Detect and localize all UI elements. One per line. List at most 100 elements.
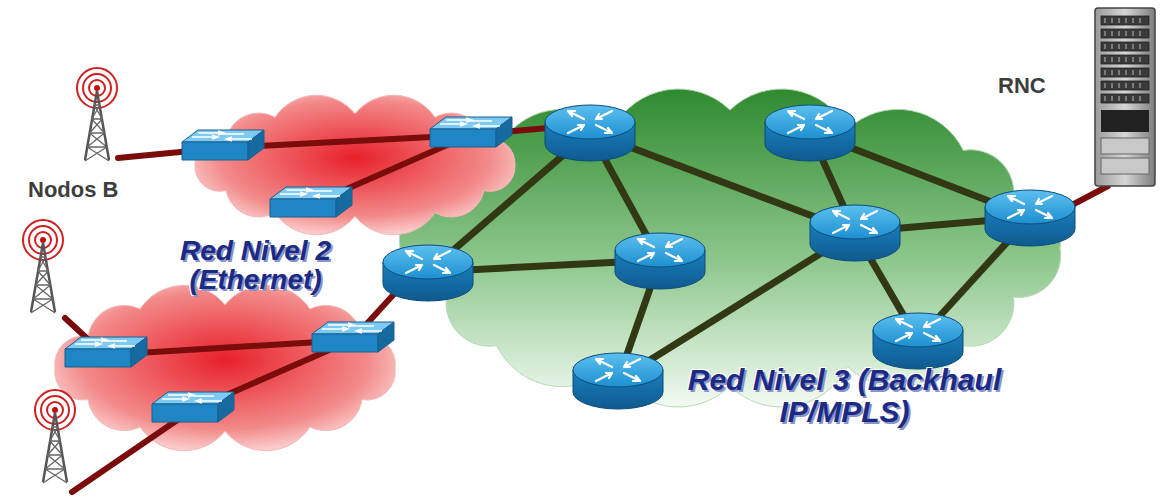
server-vent: [1140, 18, 1141, 23]
antenna-tip: [40, 237, 46, 243]
ethernet-cloud: [55, 285, 395, 450]
server-vent: [1105, 70, 1106, 75]
mpls-cloud: [399, 89, 1060, 407]
server-vent: [1133, 31, 1134, 36]
server-vent: [1126, 18, 1127, 23]
radio-wave: [23, 220, 63, 260]
server-case: [1095, 8, 1155, 186]
switch-side: [218, 392, 234, 422]
switch-arrows: [322, 323, 382, 333]
server-vent: [1105, 83, 1106, 88]
switch-front: [270, 199, 336, 217]
switch-front: [182, 142, 248, 160]
tower-lattice: [87, 133, 107, 147]
server-vent: [1133, 96, 1134, 101]
server-bay: [1101, 94, 1149, 103]
server-vent: [1112, 70, 1113, 75]
tower-lattice: [43, 469, 67, 483]
tower-lattice: [85, 147, 109, 161]
server-vent: [1119, 57, 1120, 62]
server-vent: [1112, 57, 1113, 62]
server-vent: [1105, 96, 1106, 101]
antenna-tip: [52, 407, 58, 413]
server-bay: [1101, 81, 1149, 90]
server-vent: [1133, 57, 1134, 62]
server-bay: [1101, 68, 1149, 77]
server-vent: [1112, 96, 1113, 101]
server-vent: [1119, 70, 1120, 75]
ethernet-cloud: [195, 95, 515, 235]
mpls-router: [985, 190, 1075, 246]
tower-lattice: [50, 427, 60, 441]
switch-front: [65, 349, 131, 367]
switch-side: [248, 130, 264, 160]
server-vent: [1126, 96, 1127, 101]
router-top: [573, 353, 663, 387]
ethernet-switch: [65, 337, 147, 367]
nodeb-tower: [77, 68, 117, 161]
router-top: [985, 190, 1075, 224]
mpls-router: [545, 105, 635, 161]
server-vent: [1112, 44, 1113, 49]
server-vent: [1140, 70, 1141, 75]
server-vent: [1126, 57, 1127, 62]
switch-arrows: [162, 393, 222, 403]
ethernet-link: [1072, 186, 1108, 205]
server-vent: [1105, 57, 1106, 62]
server-label: RNC: [998, 74, 1046, 97]
tower-lattice: [90, 119, 105, 133]
server-vent: [1126, 83, 1127, 88]
router-arrows: [406, 251, 450, 273]
server-vent: [1133, 44, 1134, 49]
switch-arrows: [192, 131, 252, 141]
ethernet-switch: [312, 322, 394, 352]
rnc-server: [1095, 8, 1155, 186]
tower-leg: [85, 91, 109, 160]
tower-leg: [31, 243, 55, 312]
tower-lattice: [36, 271, 51, 285]
server-vent: [1140, 83, 1141, 88]
server-drive: [1101, 138, 1149, 154]
switch-side: [131, 337, 147, 367]
ethernet-switch: [182, 130, 264, 160]
server-vent: [1112, 31, 1113, 36]
server-bay: [1101, 29, 1149, 38]
antenna-tip: [94, 85, 100, 91]
tower-lattice: [38, 257, 48, 271]
switch-side: [496, 117, 512, 147]
server-vent: [1119, 96, 1120, 101]
server-vent: [1133, 70, 1134, 75]
mpls-router: [810, 205, 900, 261]
router-top: [383, 245, 473, 279]
ethernet-switch: [270, 187, 352, 217]
server-bay: [1101, 42, 1149, 51]
router-top: [873, 313, 963, 347]
server-vent: [1119, 44, 1120, 49]
radio-wave: [77, 68, 117, 108]
mpls-router: [615, 233, 705, 289]
server-vent: [1126, 31, 1127, 36]
switch-side: [336, 187, 352, 217]
server-vent: [1140, 31, 1141, 36]
server-vent: [1126, 70, 1127, 75]
server-panel: [1101, 110, 1149, 132]
node-label: Nodos B: [28, 178, 118, 201]
router-top: [810, 205, 900, 239]
network-label: Red Nivel 3 (Backhaul IP/MPLS): [672, 364, 1017, 427]
server-vent: [1119, 83, 1120, 88]
server-vent: [1133, 18, 1134, 23]
mpls-router: [873, 313, 963, 369]
network-label: Red Nivel 2 (Ethernet): [158, 236, 353, 295]
switch-arrows: [440, 118, 500, 128]
tower-lattice: [45, 455, 65, 469]
server-vent: [1119, 31, 1120, 36]
switch-arrows: [280, 188, 340, 198]
server-vent: [1105, 18, 1106, 23]
tower-lattice: [33, 285, 53, 299]
ethernet-switch: [430, 117, 512, 147]
mpls-router: [573, 353, 663, 409]
nodeb-tower: [23, 220, 63, 313]
switch-front: [312, 334, 378, 352]
server-vent: [1112, 18, 1113, 23]
